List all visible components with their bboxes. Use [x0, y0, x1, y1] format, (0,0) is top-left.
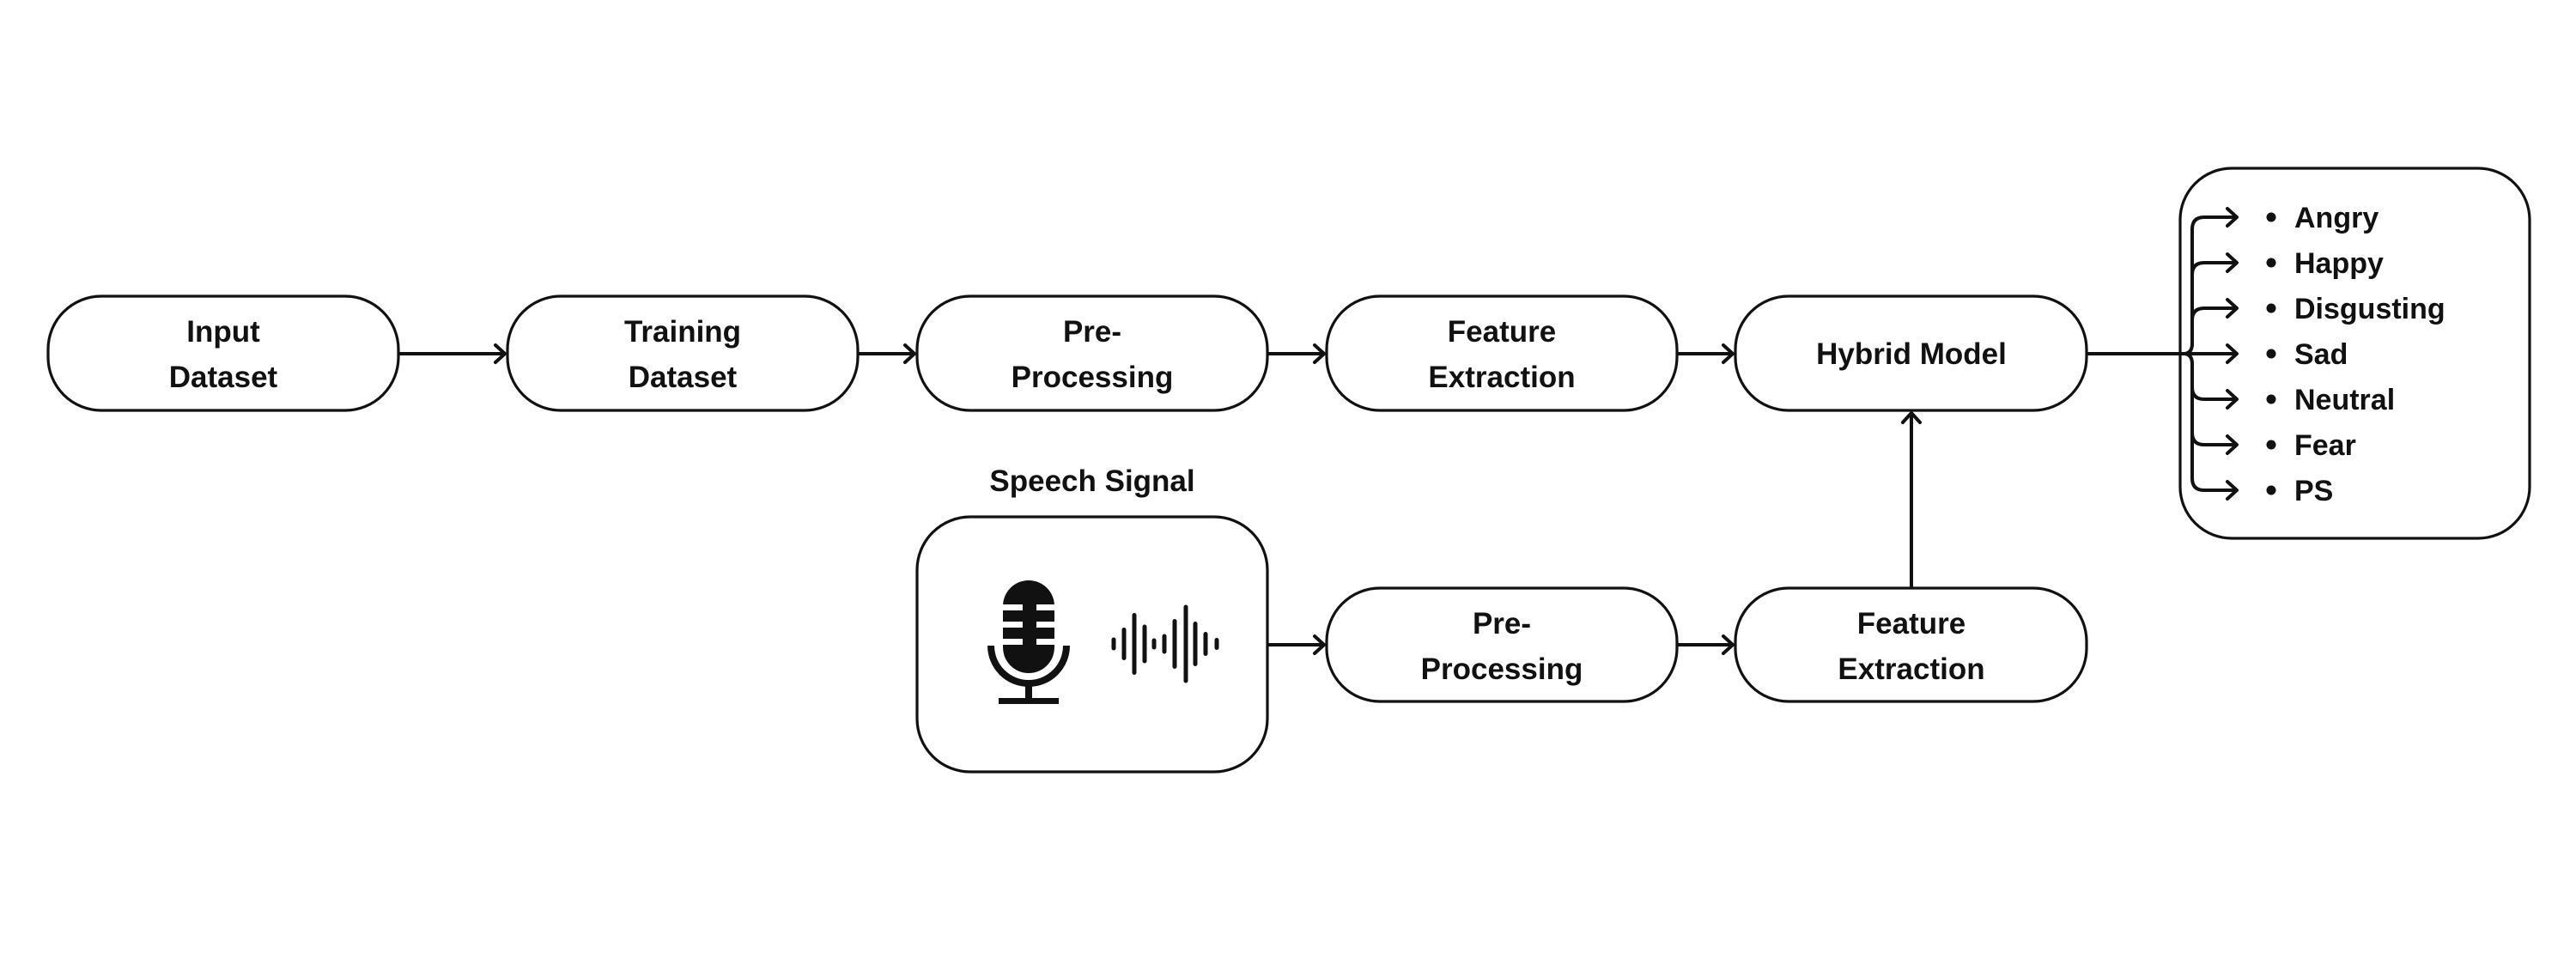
edge-feature-to-hybrid: [1677, 343, 1735, 364]
edge-speech-to-preprocessing: [1267, 634, 1326, 655]
sound-wave-bar: [1203, 632, 1208, 656]
sound-wave-bar: [1111, 637, 1116, 651]
branch-line: [2190, 215, 2238, 347]
arrowhead-icon: [2226, 434, 2239, 455]
emotion-class-label: Fear: [2294, 429, 2356, 462]
emotion-class-item: PS: [2266, 475, 2333, 507]
branch-arrow: [2184, 343, 2239, 364]
arrowhead-icon: [2226, 343, 2239, 364]
emotion-class-item: Fear: [2266, 429, 2356, 462]
edge-preprocessing-to-feature-speech: [1677, 634, 1735, 655]
bullet-icon: [2266, 258, 2276, 268]
node-speech-pre-processing-line1: Pre-: [1473, 607, 1531, 640]
node-speech-pre-processing: Pre- Processing: [1325, 586, 1679, 703]
sound-wave-bar: [1121, 628, 1127, 660]
bullet-icon: [2266, 440, 2276, 450]
emotion-class-item: Angry: [2266, 202, 2379, 234]
sound-wave-icon: [1111, 604, 1219, 683]
sound-wave-bar: [1183, 604, 1188, 683]
node-input-dataset-line1: Input: [186, 315, 260, 349]
edge-training-to-preprocessing: [858, 343, 916, 364]
branch-junction: [2182, 342, 2194, 366]
branch-arrow: [2190, 298, 2239, 347]
node-feature-extraction-line2: Extraction: [1428, 361, 1575, 394]
node-feature-extraction-line1: Feature: [1448, 315, 1556, 349]
bullet-icon: [2266, 485, 2276, 495]
node-speech-feature-extraction-line1: Feature: [1857, 607, 1965, 640]
arrowhead-icon: [2226, 252, 2239, 273]
node-hybrid-model: Hybrid Model: [1734, 294, 2088, 412]
branch-arrow: [2190, 252, 2239, 347]
node-pre-processing-line2: Processing: [1012, 361, 1174, 394]
arrowhead-icon: [2226, 480, 2239, 501]
emotion-class-item: Sad: [2266, 338, 2348, 371]
speech-signal-label: Speech Signal: [989, 464, 1194, 498]
edge-feature-speech-to-hybrid: [1901, 411, 1922, 588]
node-training-dataset-line2: Dataset: [629, 361, 738, 394]
microphone-icon: [987, 580, 1070, 704]
branch-line: [2190, 361, 2238, 492]
emotion-class-item: Disgusting: [2266, 293, 2445, 325]
sound-wave-bar: [1172, 619, 1177, 669]
arrowhead-icon: [2226, 298, 2239, 319]
sound-wave-bar: [1193, 622, 1198, 666]
emotion-class-label: Disgusting: [2294, 293, 2445, 325]
edge-preprocessing-to-feature: [1267, 343, 1326, 364]
sound-wave-bar: [1162, 634, 1167, 654]
sound-wave-bar: [1151, 638, 1157, 650]
node-pre-processing-line1: Pre-: [1063, 315, 1121, 349]
node-feature-extraction: Feature Extraction: [1325, 294, 1679, 412]
node-input-dataset-line2: Dataset: [169, 361, 278, 394]
arrowhead-icon: [2226, 207, 2239, 228]
bullet-icon: [2266, 212, 2276, 222]
emotion-class-label: Happy: [2294, 247, 2384, 280]
sound-wave-bar: [1132, 613, 1137, 675]
node-speech-feature-extraction-line2: Extraction: [1838, 652, 1984, 686]
branch-arrow: [2190, 361, 2239, 501]
emotion-class-label: Neutral: [2294, 384, 2395, 416]
branch-line: [2190, 307, 2238, 347]
bullet-icon: [2266, 394, 2276, 404]
edge-input-to-training: [398, 343, 507, 364]
output-branch-arrows: [2182, 207, 2239, 501]
sound-wave-bar: [1142, 624, 1147, 664]
sound-wave-bar: [1214, 638, 1219, 650]
node-training-dataset: Training Dataset: [506, 294, 860, 412]
emotion-class-item: Neutral: [2266, 384, 2395, 416]
arrowhead-icon: [2226, 389, 2239, 410]
node-training-dataset-line1: Training: [624, 315, 741, 349]
bullet-icon: [2266, 349, 2276, 359]
node-input-dataset: Input Dataset: [46, 294, 400, 412]
node-hybrid-model-label: Hybrid Model: [1816, 337, 2007, 371]
node-speech-feature-extraction: Feature Extraction: [1734, 586, 2088, 703]
bullet-icon: [2266, 303, 2276, 313]
emotion-class-label: Angry: [2294, 202, 2379, 234]
branch-line: [2190, 261, 2238, 347]
node-pre-processing: Pre- Processing: [915, 294, 1269, 412]
emotion-class-item: Happy: [2266, 247, 2384, 280]
node-speech-pre-processing-line2: Processing: [1421, 652, 1583, 686]
emotion-class-label: PS: [2294, 475, 2333, 507]
emotion-class-label: Sad: [2294, 338, 2348, 371]
branch-arrow: [2190, 207, 2239, 347]
